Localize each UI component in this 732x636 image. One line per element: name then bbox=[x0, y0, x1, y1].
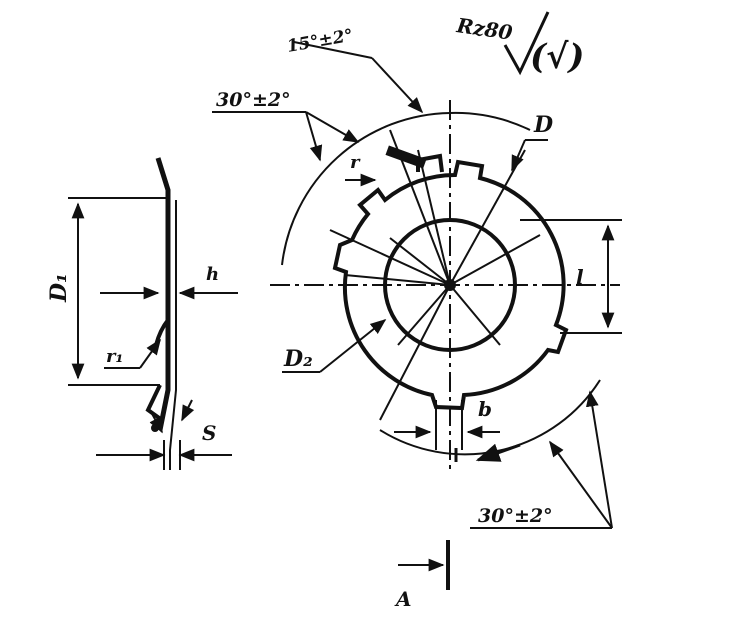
label-D: D bbox=[533, 112, 553, 138]
section-mark-a bbox=[398, 540, 450, 590]
label-D2: D₂ bbox=[283, 346, 313, 372]
label-r1: r₁ bbox=[106, 346, 123, 367]
label-r: r bbox=[350, 152, 361, 173]
angle-label-bottom: 30°±2° bbox=[478, 505, 553, 527]
angle-label-left: 30°±2° bbox=[216, 89, 291, 111]
side-section-view bbox=[68, 157, 238, 470]
washer-profile bbox=[155, 157, 171, 431]
roughness-check-label: (√) bbox=[530, 37, 585, 77]
front-view bbox=[212, 41, 622, 529]
roughness-label: Rz80 bbox=[454, 13, 514, 45]
radial-lines bbox=[329, 129, 541, 421]
label-A: A bbox=[394, 587, 412, 611]
label-b: b bbox=[478, 397, 492, 421]
label-l: l bbox=[576, 265, 584, 289]
label-S: S bbox=[202, 421, 216, 445]
label-D1: D₁ bbox=[46, 273, 72, 303]
bent-tab bbox=[145, 384, 164, 422]
outer-toothed-profile bbox=[332, 159, 569, 411]
roughness-symbol bbox=[503, 11, 550, 76]
label-h: h bbox=[206, 264, 219, 285]
